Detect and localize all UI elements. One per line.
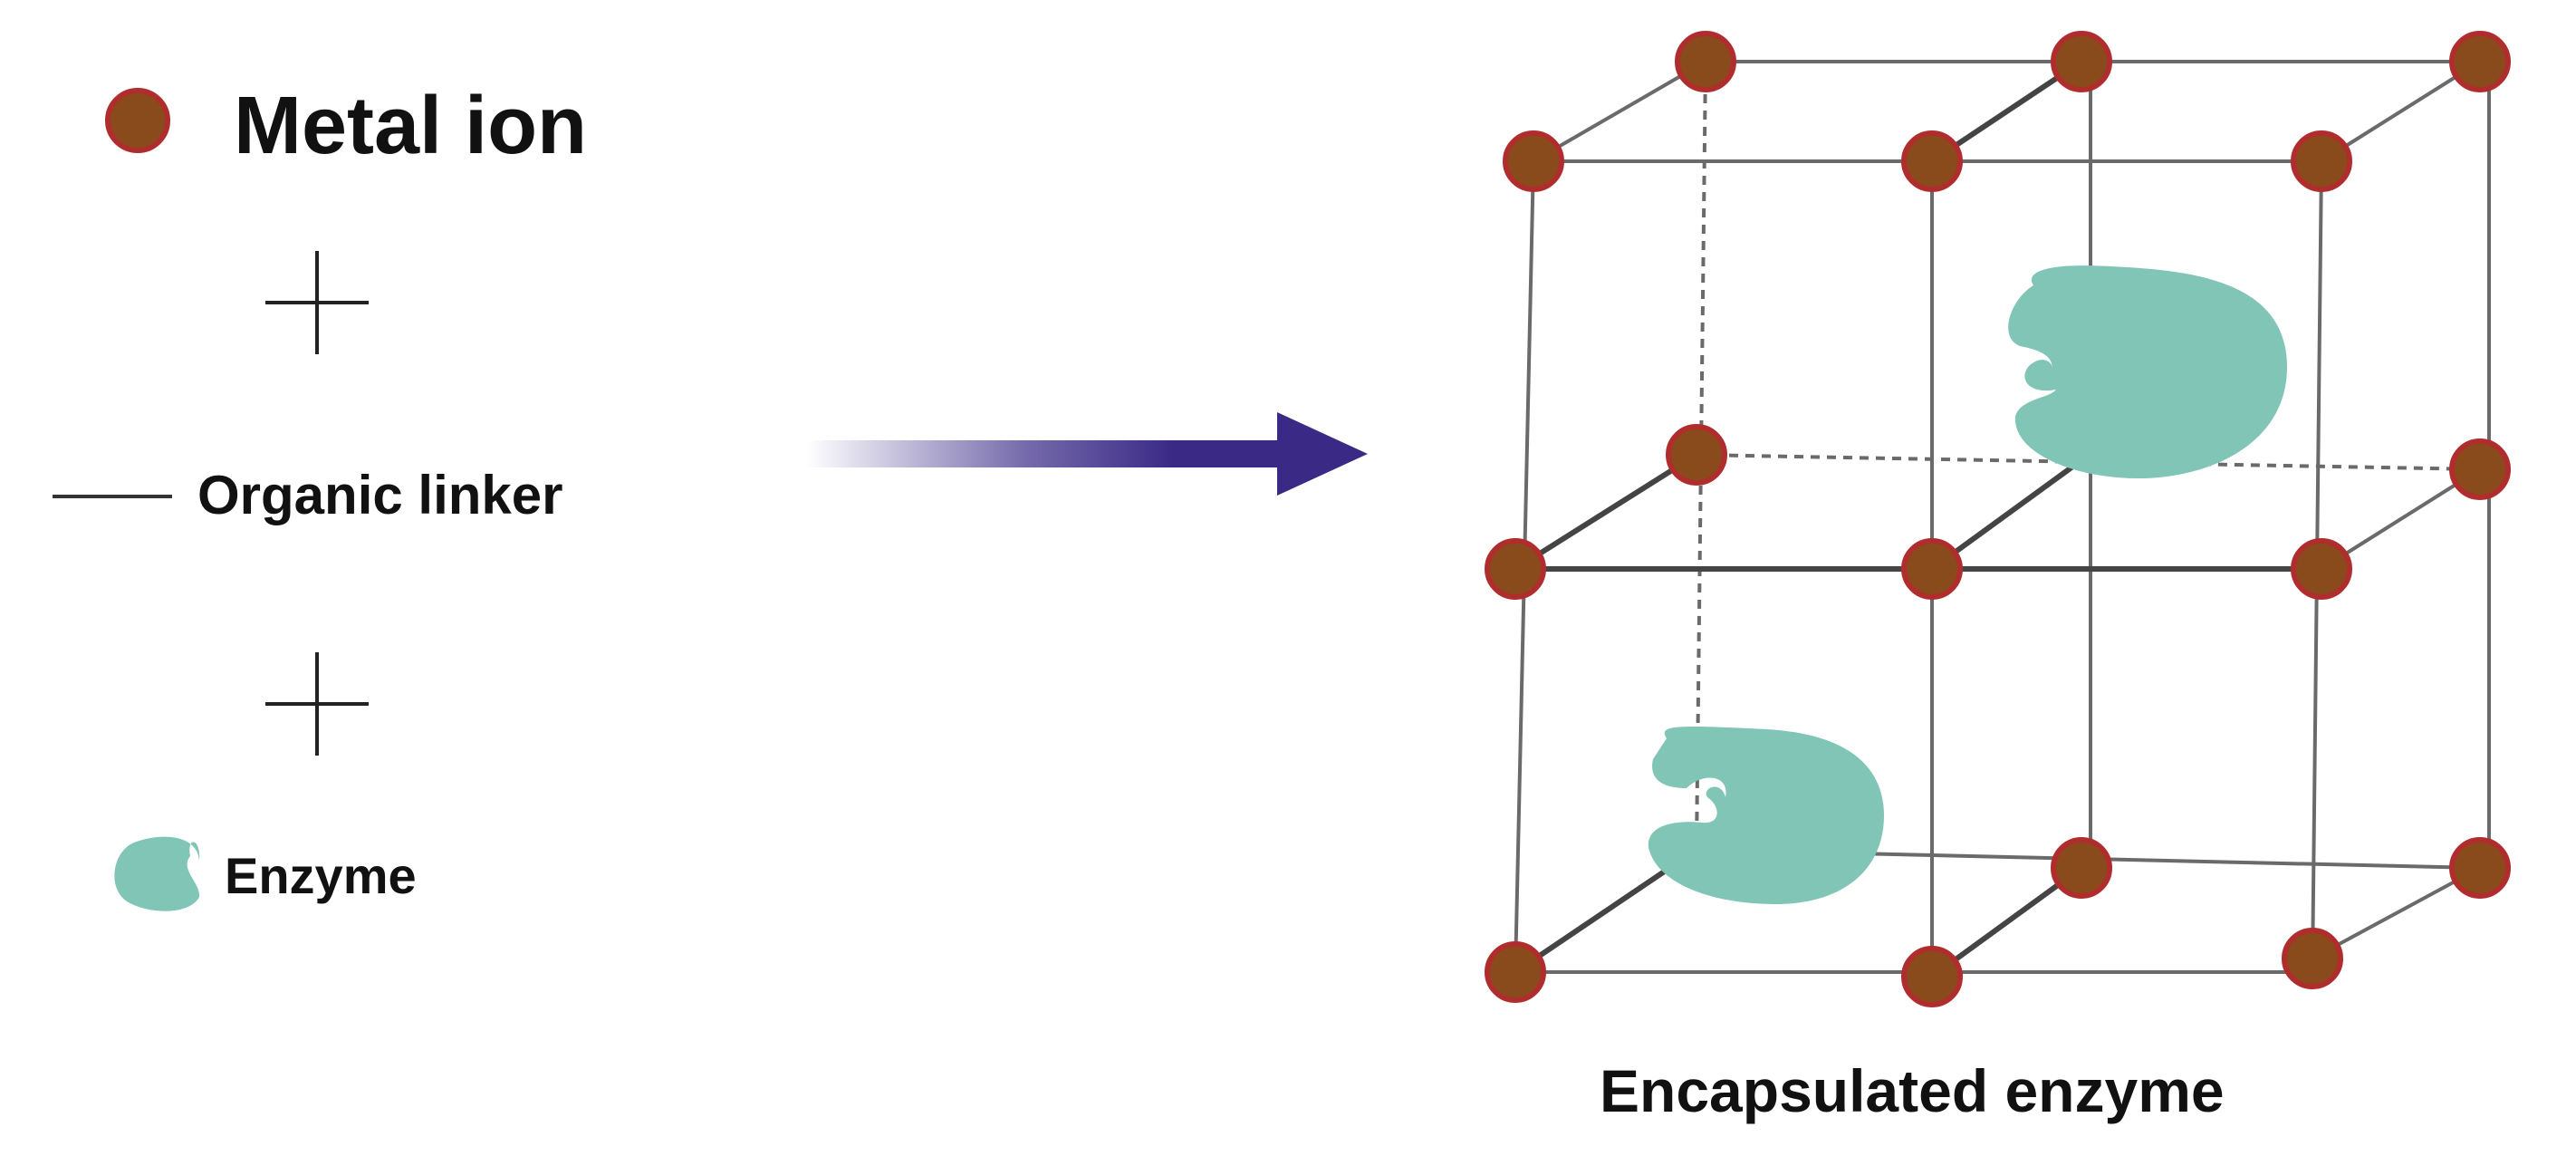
encapsulated-enzyme-caption: Encapsulated enzyme <box>1600 1057 2225 1124</box>
legend-metal-ion-icon <box>105 88 170 153</box>
metal-ion-node <box>1485 538 1546 600</box>
plus-sign-1 <box>265 251 369 354</box>
metal-ion-node <box>2449 438 2511 500</box>
metal-ion-node <box>1503 130 1564 192</box>
encapsulated-enzyme-lower <box>1648 727 1884 904</box>
metal-ion-node <box>1901 946 1963 1007</box>
metal-ion-node <box>2291 538 2352 600</box>
reaction-arrow <box>806 412 1368 496</box>
metal-ion-node <box>1901 538 1963 600</box>
metal-ion-node <box>1901 130 1963 192</box>
metal-ion-node <box>1666 424 1727 486</box>
metal-ion-nodes <box>1485 31 2511 1007</box>
metal-ion-node <box>2449 31 2511 92</box>
metal-ion-node <box>2051 837 2112 899</box>
legend-enzyme-icon <box>114 836 200 911</box>
legend-metal-ion-label: Metal ion <box>234 81 588 171</box>
legend-organic-linker-label: Organic linker <box>197 465 563 525</box>
metal-ion-node <box>2051 31 2112 92</box>
plus-sign-2 <box>265 652 369 756</box>
metal-ion-node <box>1485 941 1546 1003</box>
metal-ion-node <box>1675 31 1736 92</box>
metal-ion-node <box>2291 130 2352 192</box>
metal-ion-node <box>2449 837 2511 899</box>
encapsulated-enzyme-upper <box>2008 265 2287 478</box>
metal-ion-node <box>2282 928 2343 989</box>
legend-enzyme-label: Enzyme <box>225 847 417 904</box>
